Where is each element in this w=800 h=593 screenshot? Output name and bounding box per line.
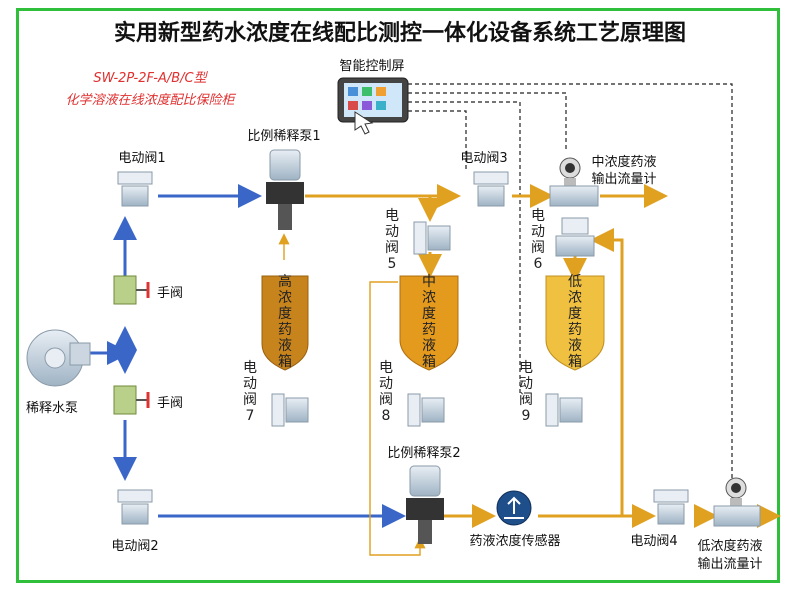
manual-valve-top-icon — [113, 275, 150, 305]
electric-valve-7-icon — [271, 393, 309, 427]
electric-valve-2-icon — [117, 489, 153, 525]
tank-mid — [399, 275, 459, 371]
electric-valve-6-icon — [555, 217, 595, 257]
subtitle-line-2: 化学溶液在线浓度配比保险柜 — [65, 92, 236, 108]
manual-valve-bottom-label: 手阀 — [157, 396, 183, 411]
pump-1-label: 比例稀释泵1 — [247, 129, 320, 144]
manual-valve-bottom-icon — [113, 385, 150, 415]
electric-valve-9-icon — [545, 393, 583, 427]
electric-valve-5-icon — [413, 221, 451, 255]
low-flowmeter-label-2: 输出流量计 — [697, 556, 762, 572]
green-frame — [16, 8, 780, 583]
page-title: 实用新型药水浓度在线配比测控一体化设备系统工艺原理图 — [114, 20, 686, 46]
electric-valve-3-icon — [473, 171, 509, 207]
thin-chemical-lines — [278, 233, 426, 556]
subtitle-line-1: SW-2P-2F-A/B/C型 — [93, 71, 208, 86]
electric-valve-4-icon — [653, 489, 689, 525]
tank-high-label: 高浓度药液箱 — [278, 273, 292, 370]
valve-4-label: 电动阀4 — [630, 534, 677, 549]
tank-low-label: 低浓度药液箱 — [568, 274, 582, 370]
water-lines — [88, 184, 406, 528]
water-pump-icon — [26, 329, 91, 387]
manual-valve-top-label: 手阀 — [157, 286, 183, 301]
dilution-pump-2-icon — [406, 465, 444, 544]
tank-high — [261, 275, 309, 371]
controller-screen — [337, 77, 409, 135]
control-signal-lines — [408, 83, 733, 500]
dilution-pump-1-icon — [266, 149, 304, 230]
valve-1-label: 电动阀1 — [118, 151, 165, 166]
pump-2-label: 比例稀释泵2 — [387, 446, 460, 461]
mid-flowmeter-label-1: 中浓度药液 — [591, 154, 656, 170]
valve-3-label: 电动阀3 — [460, 151, 507, 166]
chemical-lines — [305, 184, 781, 528]
low-flowmeter-label-1: 低浓度药液 — [697, 538, 762, 554]
mid-flowmeter-label-2: 输出流量计 — [591, 171, 656, 187]
electric-valve-8-icon — [407, 393, 445, 427]
mid-flowmeter-icon — [549, 157, 599, 207]
electric-valve-1-icon — [117, 171, 153, 207]
tank-low — [545, 275, 605, 371]
low-flowmeter-icon — [713, 477, 761, 527]
tank-mid-label: 中浓度药液箱 — [422, 274, 436, 370]
concentration-sensor-icon — [496, 490, 532, 526]
controller-label: 智能控制屏 — [339, 59, 404, 74]
water-pump-label: 稀释水泵 — [26, 401, 78, 416]
valve-2-label: 电动阀2 — [111, 539, 158, 554]
sensor-label: 药液浓度传感器 — [469, 533, 560, 549]
